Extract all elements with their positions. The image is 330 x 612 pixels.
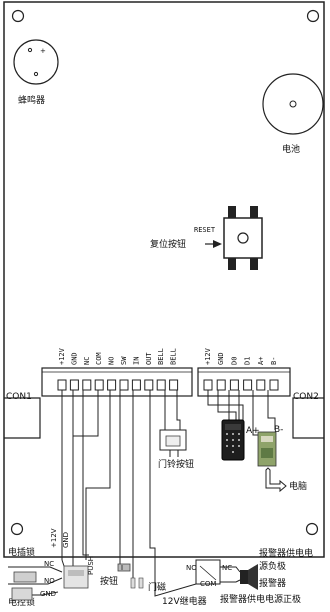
con1-label: CON1: [6, 392, 32, 402]
buzzer: [13, 39, 59, 85]
mounting-hole-bottom-left: [10, 522, 24, 536]
relay-12v-label: 12V继电器: [162, 595, 207, 607]
door-magnet-label: 门磁: [148, 581, 166, 593]
mounting-hole-top-left: [11, 9, 25, 23]
reset-arrow-head: [213, 240, 222, 248]
alarm-supply-neg-line2: 源负极: [259, 560, 286, 572]
con1-terminal-9: [156, 379, 166, 391]
rs485-converter: [257, 431, 277, 467]
con1-pin-label: IN: [132, 357, 140, 365]
con1-terminal-2: [69, 379, 79, 391]
con1-wires: [61, 390, 181, 590]
mounting-hole-top-right: [306, 9, 320, 23]
con2-pin-label: A+: [257, 357, 265, 365]
con1-pin-label: NO: [108, 357, 116, 365]
lock-wires: [8, 566, 63, 596]
rs485-b-label: B-: [274, 425, 283, 435]
con1-terminal-10: [169, 379, 179, 391]
con2-terminal-4: [243, 379, 253, 391]
con2-terminal-2: [216, 379, 226, 391]
doorbell-button: [159, 429, 187, 457]
con1-pin-label: COM: [95, 352, 103, 365]
alarm-label: 报警器: [259, 577, 286, 589]
buzzer-plus: +: [40, 47, 46, 55]
relay-nc-label: NC: [222, 564, 232, 572]
alarm-supply-neg-line1: 报警器供电电: [259, 547, 313, 559]
rs485-a-label: A+: [246, 426, 260, 436]
lock-12v-label: +12V: [50, 528, 58, 548]
con1-pin-label: GND: [70, 352, 78, 365]
computer-label: 电脑: [289, 480, 307, 492]
con1-terminal-4: [94, 379, 104, 391]
board-outline: [3, 1, 325, 558]
alarm-supply-pos-label: 报警器供电电源正极: [220, 593, 301, 605]
computer-arrow: [265, 467, 287, 493]
con2-terminal-6: [269, 379, 279, 391]
lock-nc-label: NC: [44, 560, 54, 568]
board-notch-right: [292, 397, 324, 439]
power-supply-module: [63, 565, 89, 589]
con1-pin-label: OUT: [145, 352, 153, 365]
mounting-hole-bottom-right: [305, 522, 319, 536]
con1-pin-label: SW: [120, 356, 128, 365]
con1-pin-label: +12V: [58, 347, 66, 365]
reset-tag: RESET: [194, 226, 216, 234]
con2-terminal-block: [197, 367, 291, 397]
con1-terminal-5: [107, 379, 117, 391]
exit-button: [117, 563, 131, 572]
push-label: PUSH: [87, 556, 95, 575]
con2-terminal-5: [256, 379, 266, 391]
con1-terminal-1: [57, 379, 67, 391]
alarm-wires: [220, 566, 241, 583]
door-magnet: [130, 577, 144, 589]
lock-gnd-label: GND: [40, 590, 56, 598]
con1-terminal-3: [82, 379, 92, 391]
elec-strike-label: 电插锁: [8, 546, 35, 558]
board-notch-left: [4, 397, 41, 439]
reset-button: [223, 206, 263, 270]
relay-12v: [195, 559, 221, 585]
electric-strike-lock: [13, 571, 37, 583]
relay-wire: [154, 583, 197, 597]
con2-pin-label: GND: [217, 352, 225, 365]
relay-no-label: NO: [186, 564, 197, 572]
reset-label: 复位按钮: [150, 238, 186, 250]
con2-label: CON2: [293, 392, 319, 402]
battery-label: 电池: [282, 143, 300, 155]
relay-com-label: COM: [200, 580, 216, 588]
con1-pin-label: NC: [83, 357, 91, 365]
battery: [262, 73, 324, 135]
con2-wires: [207, 390, 276, 436]
con1-terminal-block: [41, 367, 193, 397]
con1-pin-label: BELL: [157, 348, 165, 365]
con1-terminal-6: [119, 379, 129, 391]
electric-control-lock: [11, 587, 33, 601]
con2-pin-label: D0: [230, 357, 238, 365]
con1-pin-label: BELL: [170, 348, 178, 365]
con2-pin-label: B-: [270, 357, 278, 365]
exit-button-label: 按钮: [100, 575, 118, 587]
con1-terminal-8: [144, 379, 154, 391]
con2-terminal-1: [203, 379, 213, 391]
con2-pin-label: +12V: [204, 347, 212, 365]
con1-terminal-7: [131, 379, 141, 391]
con2-terminal-3: [229, 379, 239, 391]
lock-gnd-v-label: GND: [62, 532, 70, 548]
con2-pin-label: D1: [244, 357, 252, 365]
alarm-siren: [240, 564, 258, 590]
doorbell-button-label: 门铃按钮: [158, 458, 194, 470]
card-reader-keypad: [221, 419, 245, 461]
lock-no-label: NO: [44, 577, 55, 585]
buzzer-label: 蜂鸣器: [18, 94, 45, 106]
